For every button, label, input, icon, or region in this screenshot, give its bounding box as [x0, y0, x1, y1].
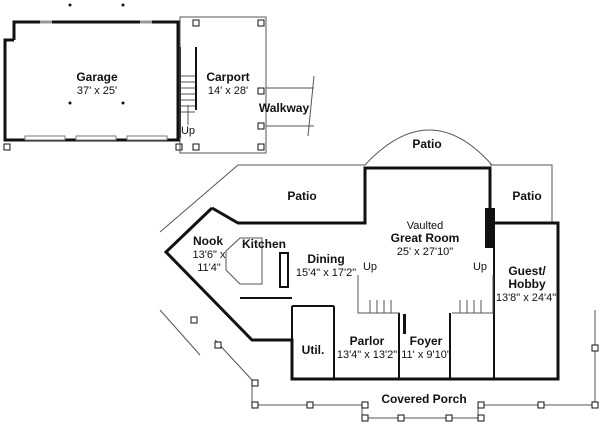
garage-stairs: Up — [179, 47, 197, 138]
house-walls — [163, 166, 560, 381]
patio-right-label: Patio — [512, 189, 541, 203]
util-label: Util. — [302, 343, 325, 357]
left-stairs: Up — [357, 261, 400, 314]
garage: Garage 37' x 25' — [3, 3, 183, 151]
guest-label-1: Guest/ — [508, 264, 546, 278]
walkway-label: Walkway — [259, 101, 310, 115]
left-stairs-up: Up — [363, 261, 377, 273]
covered-porch: Covered Porch — [159, 309, 599, 422]
dining-size: 15'4" x 17'2" — [296, 267, 356, 279]
dining-label: Dining — [307, 252, 344, 266]
great-room-label: Great Room — [391, 231, 460, 245]
nook-label: Nook — [193, 234, 223, 248]
parlor-size: 13'4" x 13'2" — [337, 349, 397, 361]
garage-label: Garage — [76, 70, 118, 84]
porch-label: Covered Porch — [381, 392, 466, 406]
nook-size-1: 13'6" x — [193, 249, 226, 261]
nook-size-2: 11'4" — [197, 262, 221, 274]
guest-label-2: Hobby — [508, 277, 546, 291]
garage-size: 37' x 25' — [77, 85, 117, 97]
garage-stairs-up: Up — [181, 125, 195, 137]
right-stairs-up: Up — [473, 261, 487, 273]
great-room-prefix: Vaulted — [407, 220, 444, 232]
foyer-size: 11' x 9'10" — [401, 349, 451, 361]
guest-size: 13'8" x 24'4" — [496, 292, 556, 304]
kitchen-label: Kitchen — [242, 237, 286, 251]
patio-left-label: Patio — [287, 189, 316, 203]
patio-top-label: Patio — [412, 137, 441, 151]
carport-size: 14' x 28' — [208, 85, 248, 97]
walkway: Walkway — [259, 75, 315, 137]
patios: Patio Patio Patio — [159, 129, 553, 233]
great-room-size: 25' x 27'10" — [397, 246, 454, 258]
carport: Carport 14' x 28' — [179, 16, 267, 154]
right-stairs: Up — [452, 261, 494, 314]
foyer-label: Foyer — [410, 334, 443, 348]
parlor-label: Parlor — [350, 334, 385, 348]
carport-label: Carport — [206, 70, 249, 84]
